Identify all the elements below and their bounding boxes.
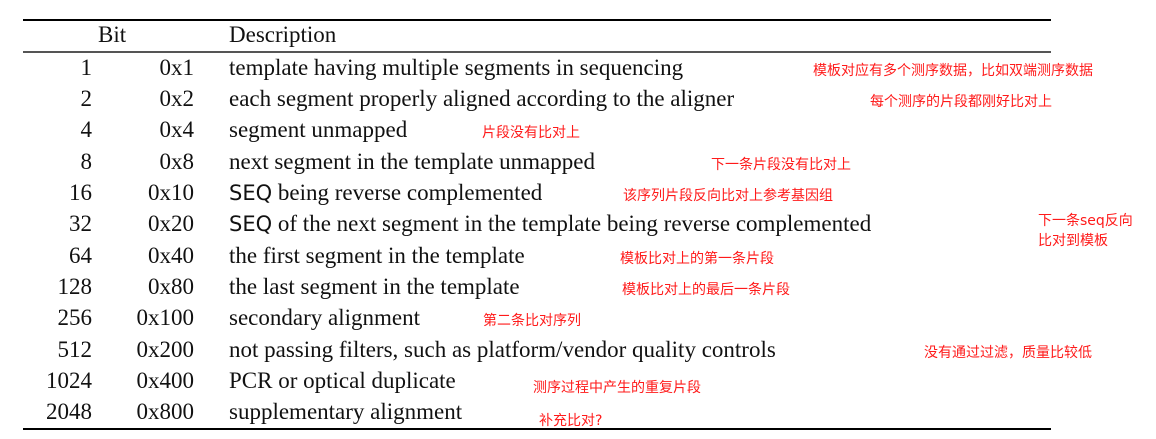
bit-decimal: 1 <box>80 55 93 80</box>
bit-hex: 0x2 <box>159 86 195 111</box>
table-header-rule <box>23 51 1051 53</box>
flag-description: not passing filters, such as platform/ve… <box>229 336 776 364</box>
table-row: 256 0x100 secondary alignment 第二条比对序列 <box>0 304 1156 335</box>
table-row: 8 0x8 next segment in the template unmappe… <box>0 148 1156 179</box>
flag-description: the first segment in the template <box>229 242 525 270</box>
bit-decimal: 64 <box>69 243 92 268</box>
chinese-annotation: 模板比对上的最后一条片段 <box>622 282 790 298</box>
bit-decimal: 512 <box>57 337 93 362</box>
bit-hex: 0x800 <box>136 399 195 424</box>
chinese-annotation: 该序列片段反向比对上参考基因组 <box>623 188 833 204</box>
bit-decimal: 128 <box>57 274 93 299</box>
seq-keyword: SEQ <box>229 181 273 205</box>
description-text: each segment properly aligned according … <box>229 86 735 111</box>
bit-decimal: 32 <box>69 211 92 236</box>
description-text: the last segment in the template <box>229 274 520 299</box>
flag-description: secondary alignment <box>229 304 420 332</box>
chinese-annotation: 模板比对上的第一条片段 <box>620 251 774 267</box>
description-text: template having multiple segments in seq… <box>229 55 684 80</box>
flag-description: PCR or optical duplicate <box>229 367 456 395</box>
flag-description: the last segment in the template <box>229 273 520 301</box>
bit-decimal: 8 <box>80 149 93 174</box>
description-text: secondary alignment <box>229 305 420 330</box>
header-bit: Bit <box>98 22 127 47</box>
bit-decimal: 256 <box>57 305 93 330</box>
description-text: not passing filters, such as platform/ve… <box>229 337 776 362</box>
description-text: PCR or optical duplicate <box>229 368 456 393</box>
table-row: 2 0x2 each segment properly aligned accord… <box>0 85 1156 116</box>
table-row: 4 0x4 segment unmapped 片段没有比对上 <box>0 116 1156 147</box>
chinese-annotation: 测序过程中产生的重复片段 <box>533 380 701 396</box>
bit-hex: 0x10 <box>148 180 194 205</box>
header-description: Description <box>229 22 337 47</box>
flag-description: each segment properly aligned according … <box>229 85 734 113</box>
bit-decimal: 1024 <box>46 368 92 393</box>
chinese-annotation: 下一条seq反向 <box>1038 213 1133 229</box>
flag-description: next segment in the template unmapped <box>229 148 595 176</box>
bit-hex: 0x1 <box>159 55 195 80</box>
bit-hex: 0x80 <box>148 274 194 299</box>
bit-hex: 0x4 <box>159 117 195 142</box>
bit-decimal: 16 <box>69 180 92 205</box>
table-row: 2048 0x800 supplementary alignment 补充比对? <box>0 398 1156 429</box>
bit-hex: 0x40 <box>148 243 194 268</box>
chinese-annotation: 模板对应有多个测序数据，比如双端测序数据 <box>813 63 1093 79</box>
chinese-annotation: 每个测序的片段都刚好比对上 <box>870 94 1052 110</box>
chinese-annotation-line2: 比对到模板 <box>1038 233 1108 249</box>
table-row: 128 0x80 the last segment in the template 模… <box>0 273 1156 304</box>
description-text: being reverse complemented <box>272 180 543 205</box>
table-top-rule <box>23 19 1051 21</box>
bit-decimal: 2048 <box>46 399 92 424</box>
description-text: next segment in the template unmapped <box>229 149 595 174</box>
bit-hex: 0x20 <box>148 211 194 236</box>
description-text: supplementary alignment <box>229 399 463 424</box>
bit-hex: 0x200 <box>136 337 195 362</box>
description-text: of the next segment in the template bein… <box>272 211 872 236</box>
bit-decimal: 2 <box>80 86 93 111</box>
bit-hex: 0x400 <box>136 368 195 393</box>
chinese-annotation: 补充比对? <box>539 413 603 429</box>
table-row: 16 0x10 SEQ being reverse complemented 该序列片… <box>0 179 1156 210</box>
bit-hex: 0x100 <box>136 305 195 330</box>
table-row: 512 0x200 not passing filters, such as pla… <box>0 336 1156 367</box>
table-row: 64 0x40 the first segment in the template 模… <box>0 242 1156 273</box>
chinese-annotation: 第二条比对序列 <box>483 313 581 329</box>
chinese-annotation: 没有通过过滤，质量比较低 <box>924 345 1092 361</box>
bit-decimal: 4 <box>80 117 93 142</box>
table-row: 1024 0x400 PCR or optical duplicate 测序过程中产生… <box>0 367 1156 398</box>
flag-description: template having multiple segments in seq… <box>229 54 683 82</box>
table-bottom-rule <box>23 428 1051 430</box>
flag-description: supplementary alignment <box>229 398 462 426</box>
description-text: the first segment in the template <box>229 243 525 268</box>
chinese-annotation: 片段没有比对上 <box>482 125 580 141</box>
flag-description: SEQ of the next segment in the template … <box>229 210 871 238</box>
table-row: 1 0x1 template having multiple segments in… <box>0 54 1156 85</box>
flag-description: segment unmapped <box>229 116 407 144</box>
chinese-annotation: 下一条片段没有比对上 <box>711 157 851 173</box>
bit-hex: 0x8 <box>159 149 195 174</box>
table-row: 32 0x20 SEQ of the next segment in the tem… <box>0 210 1156 249</box>
description-text: segment unmapped <box>229 117 408 142</box>
flag-description: SEQ being reverse complemented <box>229 179 542 207</box>
seq-keyword: SEQ <box>229 212 273 236</box>
